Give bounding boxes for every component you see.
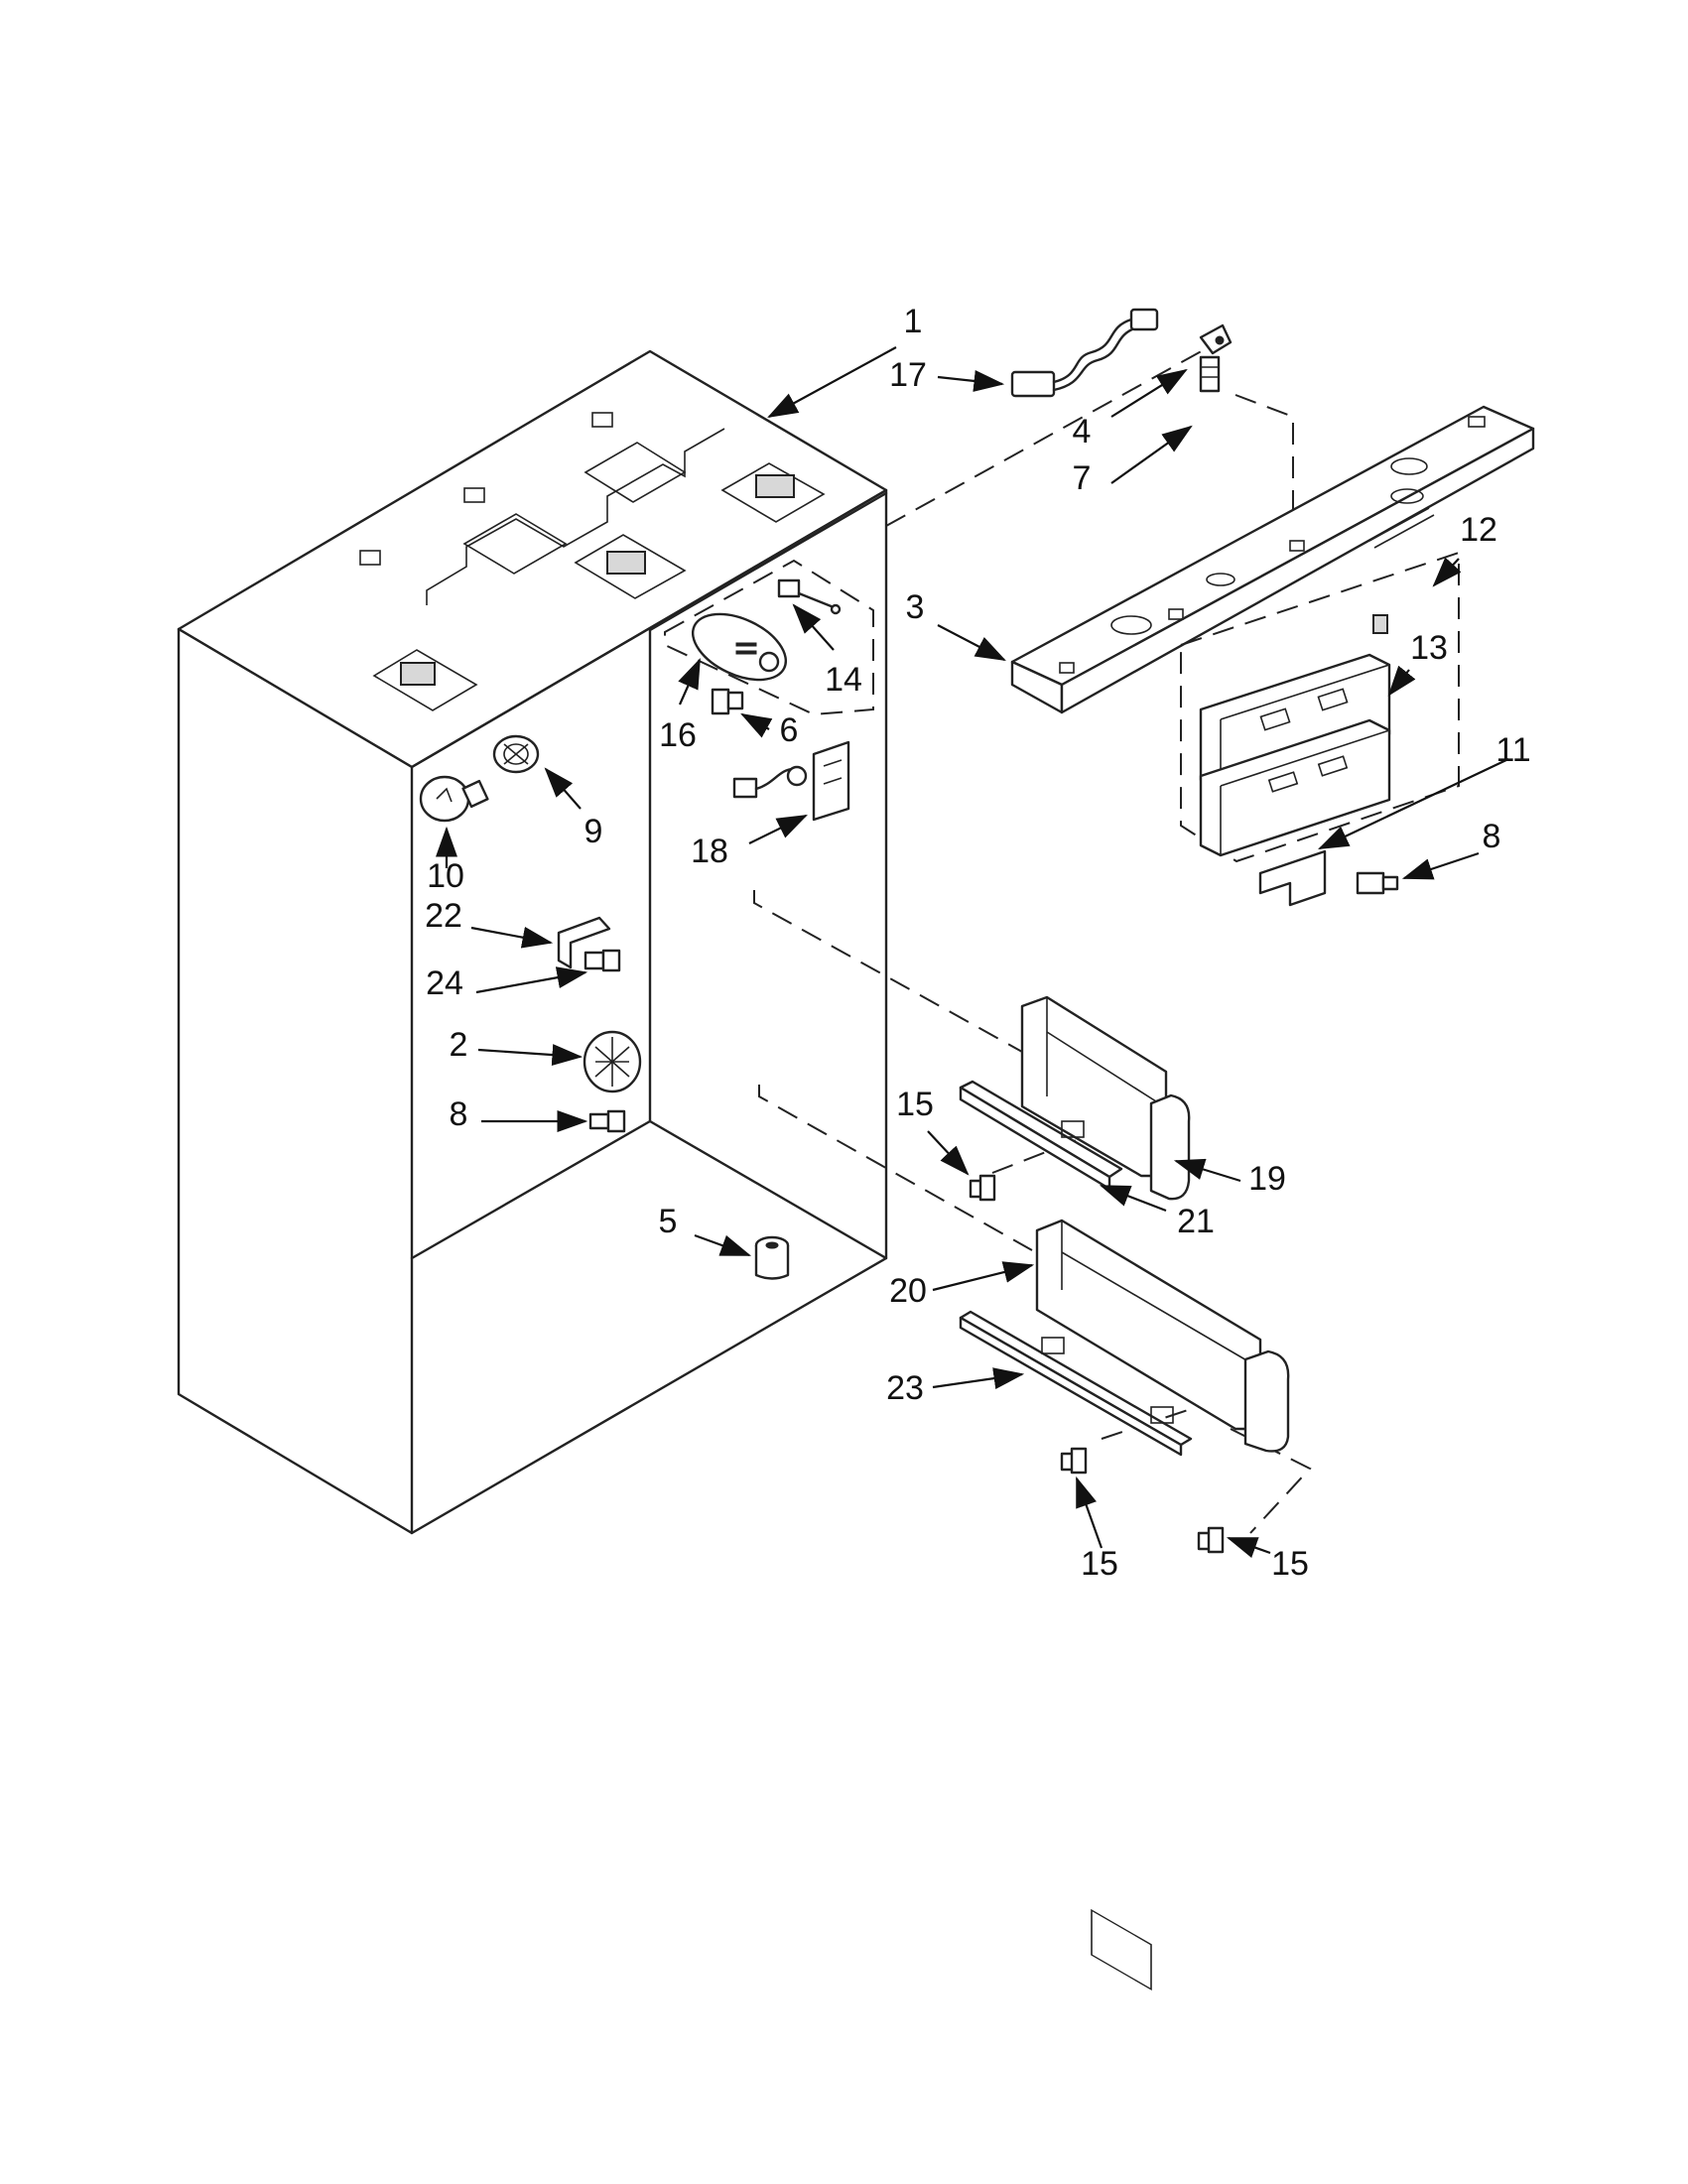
callout-19: 19 xyxy=(1248,1160,1286,1198)
callout-24: 24 xyxy=(426,964,463,1002)
callout-15-lower-right: 15 xyxy=(1271,1545,1309,1583)
callout-6: 6 xyxy=(780,711,799,749)
plug-5 xyxy=(754,1235,790,1280)
switch-18 xyxy=(732,740,850,822)
callout-labels: 1 17 4 7 3 12 13 11 8 14 16 6 18 9 10 22… xyxy=(425,303,1531,1583)
grille-2 xyxy=(583,1030,642,1093)
callout-17: 17 xyxy=(889,356,927,394)
callout-23: 23 xyxy=(886,1369,924,1407)
callout-7: 7 xyxy=(1073,459,1092,497)
bracket-11 xyxy=(1258,849,1327,907)
screw-7 xyxy=(1199,355,1221,393)
callout-9: 9 xyxy=(584,813,603,850)
callout-3: 3 xyxy=(906,588,925,626)
callout-16: 16 xyxy=(659,716,697,754)
callout-22: 22 xyxy=(425,897,462,935)
callout-8-left: 8 xyxy=(450,1095,468,1133)
callout-8-right: 8 xyxy=(1483,818,1501,855)
rail-3 xyxy=(1010,405,1535,714)
callout-13: 13 xyxy=(1410,629,1448,667)
wire-harness-17 xyxy=(1010,308,1159,398)
rail-21 xyxy=(959,1080,1123,1191)
control-panel-16 xyxy=(691,612,788,682)
screw-15-lower-right xyxy=(1197,1526,1225,1554)
callout-5: 5 xyxy=(659,1203,678,1240)
callout-20: 20 xyxy=(889,1272,927,1310)
callout-21: 21 xyxy=(1177,1203,1215,1240)
clip-4 xyxy=(1199,323,1233,355)
cabinet xyxy=(177,349,888,1535)
screw-8-left xyxy=(588,1109,626,1133)
callout-15-lower-left: 15 xyxy=(1081,1545,1118,1583)
callout-10: 10 xyxy=(427,857,464,895)
callout-2: 2 xyxy=(450,1026,468,1064)
rail-23 xyxy=(959,1310,1193,1457)
callout-1: 1 xyxy=(904,303,923,340)
screw-6 xyxy=(711,688,744,715)
cover-20 xyxy=(1035,1219,1290,1991)
bracket-22 xyxy=(557,916,611,969)
callout-12: 12 xyxy=(1460,511,1497,549)
screw-8-right xyxy=(1356,871,1399,895)
top-wiring xyxy=(359,412,826,711)
bulb-10 xyxy=(419,775,489,823)
callout-4: 4 xyxy=(1073,413,1092,450)
screw-15-lower-left xyxy=(1060,1447,1088,1475)
sensor-14 xyxy=(777,578,842,615)
callout-11: 11 xyxy=(1495,731,1530,769)
callout-15-upper: 15 xyxy=(896,1086,934,1123)
callout-14: 14 xyxy=(825,661,862,699)
callout-arrows xyxy=(436,346,1509,1558)
screw-24 xyxy=(584,949,621,972)
screw-15-upper xyxy=(969,1174,996,1202)
housing-13-lower xyxy=(1199,718,1391,857)
callout-18: 18 xyxy=(691,833,728,870)
lamp-socket-9 xyxy=(492,734,540,774)
